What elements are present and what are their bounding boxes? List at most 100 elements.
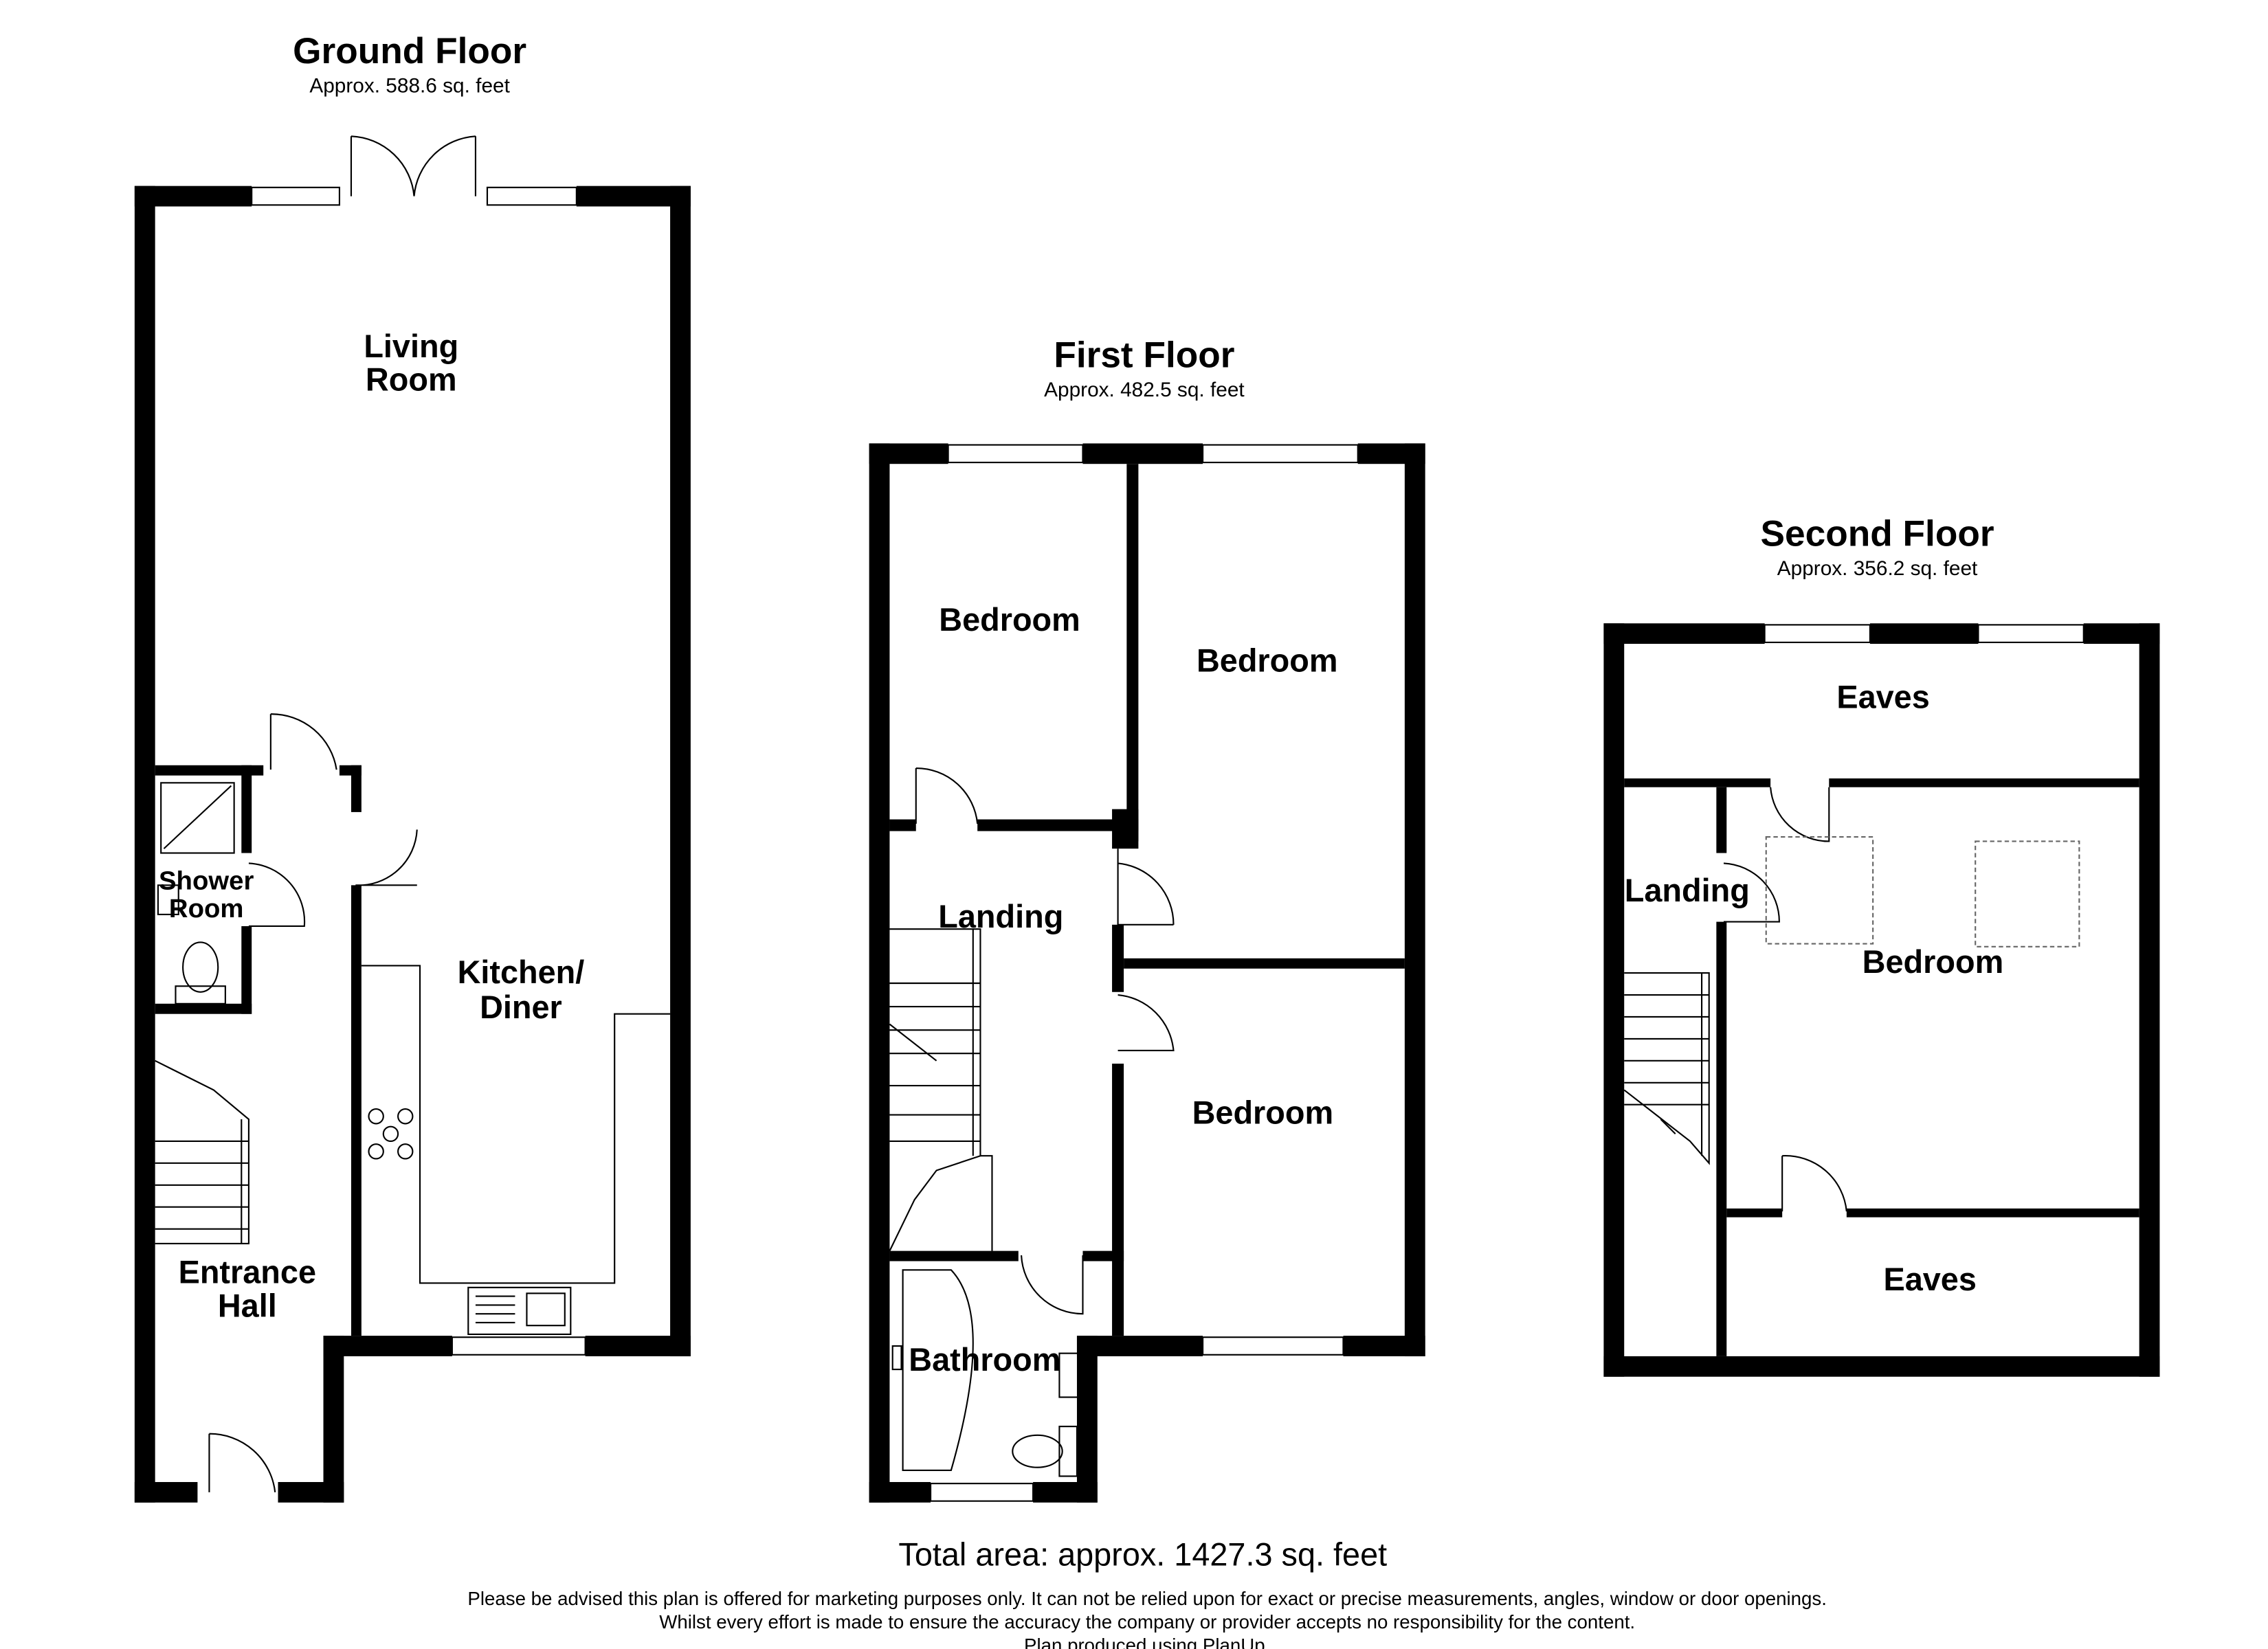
room-label-eaves: Eaves <box>1883 1261 1976 1297</box>
wall <box>869 443 890 1503</box>
wall <box>977 819 1139 831</box>
window <box>451 1336 586 1356</box>
wall <box>241 765 252 853</box>
door-swing <box>1781 1155 1847 1212</box>
wall <box>1869 623 1979 644</box>
door-swing <box>1770 787 1830 842</box>
room-label-living: Room <box>366 362 457 398</box>
stairs-icon <box>155 1059 249 1245</box>
basin-icon <box>157 884 179 915</box>
wall <box>278 1482 344 1503</box>
door-swing <box>915 767 979 824</box>
bath-icon <box>891 1269 974 1472</box>
ground-floor-title: Ground Floor <box>293 31 526 71</box>
kitchen-counter <box>361 965 671 1284</box>
wall <box>1033 1482 1098 1503</box>
wall <box>1082 443 1203 464</box>
room-label-kitchen: Diner <box>480 989 562 1025</box>
wall <box>351 765 362 812</box>
stairs-icon <box>1623 972 1710 1165</box>
wall <box>1112 1064 1124 1336</box>
wall <box>1603 623 1625 1377</box>
room-label-landing: Landing <box>938 899 1063 934</box>
wall <box>1846 1208 2139 1218</box>
toilet-cistern-icon <box>1058 1426 1078 1477</box>
room-label-eaves: Eaves <box>1836 680 1929 715</box>
first-floor-plan: First Floor Approx. 482.5 sq. feet <box>869 335 1425 1503</box>
window <box>251 186 340 206</box>
room-label-hall: Entrance <box>179 1254 316 1290</box>
stairs-icon <box>889 928 993 1252</box>
skylight-icon <box>1765 836 1874 945</box>
ground-floor-plan: Ground Floor Approx. 588.6 sq. feet <box>134 31 691 1503</box>
first-floor-title: First Floor <box>1054 335 1234 376</box>
shower-tray-icon <box>160 782 235 854</box>
hob-icon <box>368 1108 414 1160</box>
wall <box>869 1482 931 1503</box>
wall <box>1126 464 1139 842</box>
wall <box>155 765 264 776</box>
toilet-icon <box>1012 1434 1063 1468</box>
door-swing <box>1118 994 1175 1051</box>
wall <box>1726 1208 1783 1218</box>
wall <box>585 1336 691 1356</box>
room-label-kitchen: Kitchen/ <box>458 954 585 990</box>
disclaimer-line-1: Please be advised this plan is offered f… <box>467 1588 1827 1609</box>
french-doors <box>350 135 476 197</box>
door-swing <box>1021 1255 1084 1315</box>
room-label-bedroom: Bedroom <box>1192 1095 1334 1130</box>
wall <box>1343 1336 1425 1356</box>
window <box>1764 624 1871 643</box>
wall <box>1603 623 1765 644</box>
wall <box>2139 623 2160 1377</box>
room-label-shower: Room <box>169 894 244 923</box>
window <box>930 1483 1034 1502</box>
wall <box>1829 778 2139 787</box>
room-label-shower: Shower <box>159 866 254 896</box>
wall <box>241 926 252 1014</box>
wall <box>134 186 155 1503</box>
door-swing <box>1117 849 1175 926</box>
wall <box>1076 1336 1203 1356</box>
total-area: Total area: approx. 1427.3 sq. feet <box>898 1536 1387 1572</box>
room-label-bedroom: Bedroom <box>939 602 1080 638</box>
room-label-bathroom: Bathroom <box>909 1342 1060 1378</box>
window <box>1977 624 2084 643</box>
wall <box>1112 809 1139 849</box>
shower-tray-icon <box>163 785 232 849</box>
skylight-icon <box>1975 840 2080 947</box>
wall <box>1124 958 1405 969</box>
disclaimer-line-2: Whilst every effort is made to ensure th… <box>659 1611 1635 1633</box>
wall <box>134 1482 198 1503</box>
window <box>486 186 577 206</box>
window <box>1202 1336 1344 1356</box>
ground-floor-area: Approx. 588.6 sq. feet <box>309 74 510 97</box>
wall <box>1112 924 1124 992</box>
wall <box>155 1003 252 1014</box>
wall <box>1603 1356 2160 1377</box>
wall <box>323 1336 344 1503</box>
sink-icon <box>467 1286 572 1336</box>
door-swing <box>248 862 306 928</box>
door-swing <box>355 829 418 886</box>
first-floor-area: Approx. 482.5 sq. feet <box>1044 379 1245 401</box>
room-label-hall: Hall <box>218 1288 277 1323</box>
door-swing <box>269 713 337 770</box>
wall <box>1082 1250 1124 1261</box>
wall <box>351 885 362 1336</box>
wall <box>1624 778 1771 787</box>
window <box>1201 444 1359 464</box>
wall <box>1404 443 1425 1356</box>
front-door <box>208 1433 276 1493</box>
toilet-icon <box>182 941 219 993</box>
door-swing <box>1723 862 1780 923</box>
room-label-living: Living <box>364 328 458 364</box>
wall <box>1716 921 1727 1356</box>
second-floor-area: Approx. 356.2 sq. feet <box>1777 557 1978 580</box>
toilet-cistern-icon <box>175 985 226 1005</box>
wall <box>1716 787 1727 853</box>
wall <box>889 819 916 831</box>
second-floor-title: Second Floor <box>1761 513 1994 554</box>
room-label-bedroom: Bedroom <box>1197 643 1338 679</box>
